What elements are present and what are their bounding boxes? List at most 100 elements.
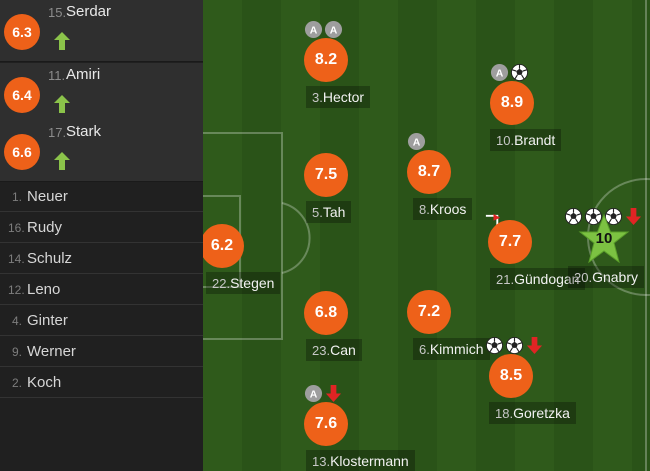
- player-rating: 10: [595, 230, 613, 247]
- bench-row-rudy[interactable]: 16. Rudy: [0, 212, 203, 243]
- player-events: A: [304, 384, 343, 404]
- bench-row-schulz[interactable]: 14. Schulz: [0, 243, 203, 274]
- player-name: Hector: [322, 89, 365, 105]
- player-events: A: [490, 63, 529, 83]
- player-number: 5.: [312, 205, 323, 220]
- player-number: 22.: [212, 276, 231, 291]
- goal-icon: [510, 63, 529, 82]
- player-rating: 6.8: [304, 291, 348, 335]
- player-name: Kroos: [429, 201, 467, 217]
- player-label: 22.Stegen: [206, 272, 281, 294]
- assist-icon: A: [304, 384, 323, 403]
- player-number: 4.: [12, 314, 23, 328]
- svg-text:A: A: [310, 25, 318, 36]
- substitute-row-stark[interactable]: 6.6 17. Stark: [0, 120, 203, 182]
- goal-icon: [485, 336, 504, 355]
- pitch-lineup: 6.2 22.Stegen A A 8.2 3.Hector 7.5 5.Tah…: [203, 0, 650, 471]
- player-label: 8.Kroos: [413, 198, 473, 220]
- player-number: 13.: [312, 454, 331, 469]
- bench-row-leno[interactable]: 12. Leno: [0, 274, 203, 305]
- player-number: 15.: [48, 5, 67, 20]
- goal-icon: [604, 207, 623, 226]
- player-label: 10.Brandt: [490, 129, 562, 151]
- player-number: 6.: [419, 342, 430, 357]
- player-number: 21.: [496, 272, 515, 287]
- substitutes-sidebar: 6.3 15. Serdar 6.4 11. Amiri 6.6 17. Sta…: [0, 0, 203, 471]
- sub-out-arrow-icon: [325, 384, 342, 403]
- player-rating: 8.2: [304, 38, 348, 82]
- player-rating: 8.7: [407, 150, 451, 194]
- player-label: 23.Can: [306, 339, 362, 361]
- player-rating: 7.6: [304, 402, 348, 446]
- goal-icon: [584, 207, 603, 226]
- player-label: 20.Gnabry: [568, 266, 644, 288]
- player-name: Can: [330, 342, 356, 358]
- player-name: Amiri: [66, 66, 101, 83]
- player-name: Werner: [27, 343, 76, 360]
- player-name: Klostermann: [330, 453, 409, 469]
- player-number: 16.: [8, 221, 25, 235]
- player-number: 17.: [48, 125, 67, 140]
- assist-icon: A: [324, 20, 343, 39]
- player-number: 12.: [8, 283, 25, 297]
- bench-row-ginter[interactable]: 4. Ginter: [0, 305, 203, 336]
- player-number: 11.: [48, 68, 66, 83]
- player-rating: 6.2: [203, 224, 244, 268]
- assist-icon: A: [490, 63, 509, 82]
- player-label: 3.Hector: [306, 86, 371, 108]
- player-name: Brandt: [514, 132, 556, 148]
- player-name: Goretzka: [513, 405, 570, 421]
- star-icon: 10: [577, 213, 631, 267]
- sub-out-arrow-icon: [625, 207, 642, 226]
- player-number: 3.: [312, 90, 323, 105]
- player-name: Leno: [27, 281, 61, 298]
- player-events: [564, 207, 643, 227]
- bench-row-werner[interactable]: 9. Werner: [0, 336, 203, 367]
- player-name: Kimmich: [429, 341, 484, 357]
- player-number: 2.: [12, 376, 23, 390]
- player-rating: 7.5: [304, 153, 348, 197]
- bench-row-neuer[interactable]: 1. Neuer: [0, 181, 203, 212]
- player-rating: 7.7: [488, 220, 532, 264]
- player-rating: 6.6: [4, 134, 40, 170]
- player-name: Stark: [66, 123, 102, 140]
- svg-text:A: A: [310, 389, 318, 400]
- player-number: 23.: [312, 343, 331, 358]
- player-name: Serdar: [66, 3, 112, 20]
- sub-in-arrow-icon: [54, 152, 70, 170]
- player-number: 8.: [419, 202, 430, 217]
- player-events: A: [407, 132, 426, 152]
- player-rating: 6.3: [4, 14, 40, 50]
- player-name: Tah: [322, 204, 346, 220]
- player-number: 9.: [12, 345, 23, 359]
- player-label: 6.Kimmich: [413, 338, 490, 360]
- player-name: Schulz: [27, 250, 73, 267]
- player-label: 21.Gündogan: [490, 268, 586, 290]
- player-label: 18.Goretzka: [489, 402, 576, 424]
- substitute-row-serdar[interactable]: 6.3 15. Serdar: [0, 0, 203, 62]
- substitute-row-amiri[interactable]: 6.4 11. Amiri: [0, 63, 203, 125]
- player-name: Koch: [27, 374, 62, 391]
- player-number: 10.: [496, 133, 515, 148]
- sub-in-arrow-icon: [54, 95, 70, 113]
- player-rating: 6.4: [4, 77, 40, 113]
- assist-icon: A: [304, 20, 323, 39]
- player-rating: 8.9: [490, 81, 534, 125]
- bench-row-koch[interactable]: 2. Koch: [0, 367, 203, 398]
- player-rating: 8.5: [489, 354, 533, 398]
- goal-icon: [564, 207, 583, 226]
- player-rating: 7.2: [407, 290, 451, 334]
- player-name: Stegen: [230, 275, 275, 291]
- svg-text:A: A: [330, 25, 338, 36]
- player-name: Gündogan: [514, 271, 580, 287]
- player-number: 14.: [8, 252, 25, 266]
- player-events: A A: [304, 20, 343, 40]
- svg-text:A: A: [496, 68, 504, 79]
- player-label: 5.Tah: [306, 201, 352, 223]
- player-label: 13.Klostermann: [306, 450, 415, 471]
- goal-icon: [505, 336, 524, 355]
- player-name: Ginter: [27, 312, 68, 329]
- player-number: 1.: [12, 190, 23, 204]
- player-events: [485, 336, 544, 356]
- sub-out-arrow-icon: [526, 336, 543, 355]
